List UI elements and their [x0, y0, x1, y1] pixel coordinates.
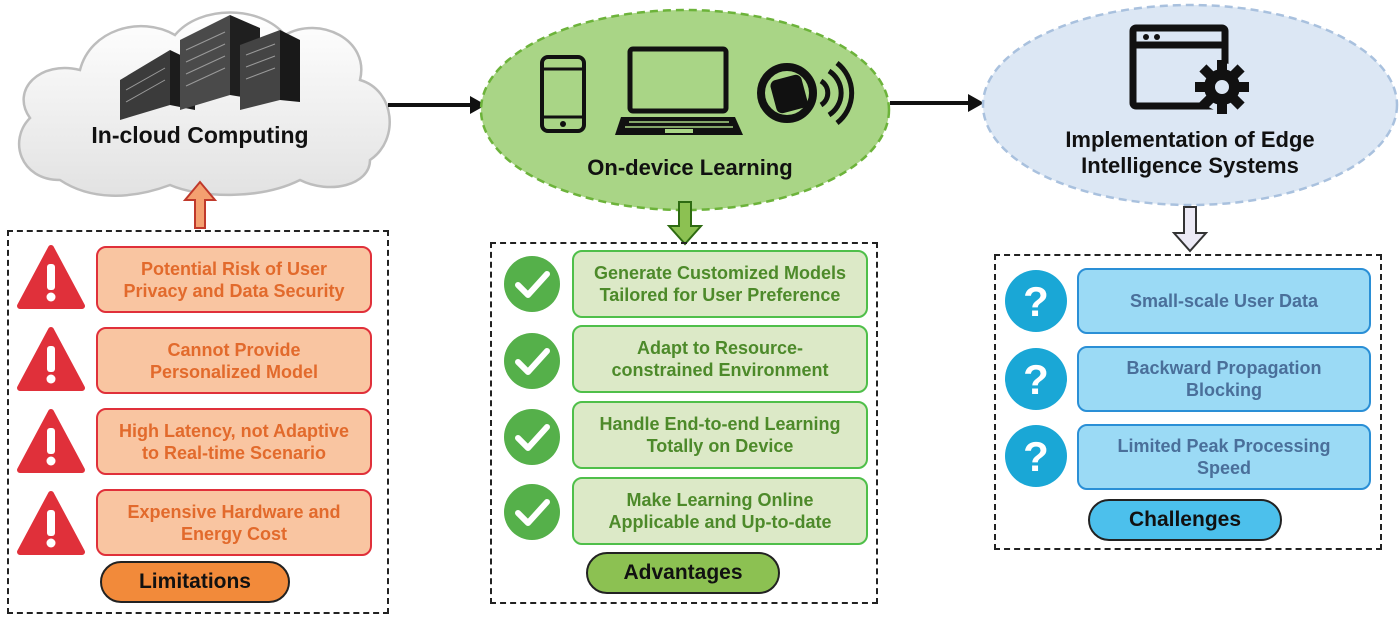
question-icon: ? [1005, 348, 1067, 410]
challenge-item-label: Limited Peak Processing Speed [1117, 436, 1331, 478]
smartwatch-icon [757, 61, 855, 125]
stage-title-edge: Implementation of Edge Intelligence Syst… [1065, 127, 1315, 178]
challenge-item: Limited Peak Processing Speed [1077, 424, 1371, 490]
advantage-item: Adapt to Resource- constrained Environme… [572, 325, 868, 393]
challenge-item-label: Small-scale User Data [1129, 291, 1319, 311]
limitation-item: Potential Risk of User Privacy and Data … [96, 246, 372, 313]
challenges-panel [994, 254, 1382, 550]
down-arrow-advantages [666, 201, 704, 246]
svg-text:?: ? [1023, 278, 1049, 325]
advantage-item-label: Adapt to Resource- constrained Environme… [611, 338, 829, 380]
server-rack-icon [120, 15, 300, 120]
challenge-item: Backward Propagation Blocking [1077, 346, 1371, 412]
limitation-item-label: Potential Risk of User Privacy and Data … [123, 258, 345, 301]
advantage-item-label: Generate Customized Models Tailored for … [593, 263, 847, 305]
up-arrow-limitations [182, 180, 218, 229]
advantage-item-label: Handle End-to-end Learning Totally on De… [599, 414, 841, 456]
laptop-icon [615, 46, 743, 135]
limitations-panel [7, 230, 389, 614]
check-icon [504, 333, 560, 389]
limitation-item-label: Cannot Provide Personalized Model [149, 339, 319, 382]
stage-title-device: On-device Learning [587, 155, 793, 180]
warning-icon [17, 327, 85, 391]
question-icon: ? [1005, 270, 1067, 332]
limitation-item: Expensive Hardware and Energy Cost [96, 489, 372, 556]
stage-title-cloud: In-cloud Computing [91, 122, 309, 148]
challenge-item: Small-scale User Data [1077, 268, 1371, 334]
challenges-label: Challenges [1088, 499, 1282, 541]
advantages-label: Advantages [586, 552, 780, 594]
app-window-gear-icon [1129, 24, 1249, 114]
down-arrow-challenges [1171, 206, 1209, 253]
check-icon [504, 256, 560, 312]
svg-text:?: ? [1023, 356, 1049, 403]
challenge-item-label: Backward Propagation Blocking [1126, 358, 1322, 400]
limitation-item-label: Expensive Hardware and Energy Cost [127, 501, 341, 544]
advantage-item: Handle End-to-end Learning Totally on De… [572, 401, 868, 469]
smartphone-icon [540, 55, 586, 133]
svg-text:?: ? [1023, 433, 1049, 480]
warning-icon [17, 245, 85, 309]
advantage-item: Generate Customized Models Tailored for … [572, 250, 868, 318]
check-icon [504, 484, 560, 540]
limitation-item-label: High Latency, not Adaptive to Real-time … [118, 420, 350, 463]
advantage-item-label: Make Learning Online Applicable and Up-t… [608, 490, 832, 532]
warning-icon [17, 409, 85, 473]
advantage-item: Make Learning Online Applicable and Up-t… [572, 477, 868, 545]
check-icon [504, 409, 560, 465]
limitation-item: Cannot Provide Personalized Model [96, 327, 372, 394]
warning-icon [17, 491, 85, 555]
limitation-item: High Latency, not Adaptive to Real-time … [96, 408, 372, 475]
advantages-panel [490, 242, 878, 604]
question-icon: ? [1005, 425, 1067, 487]
limitations-label: Limitations [100, 561, 290, 603]
